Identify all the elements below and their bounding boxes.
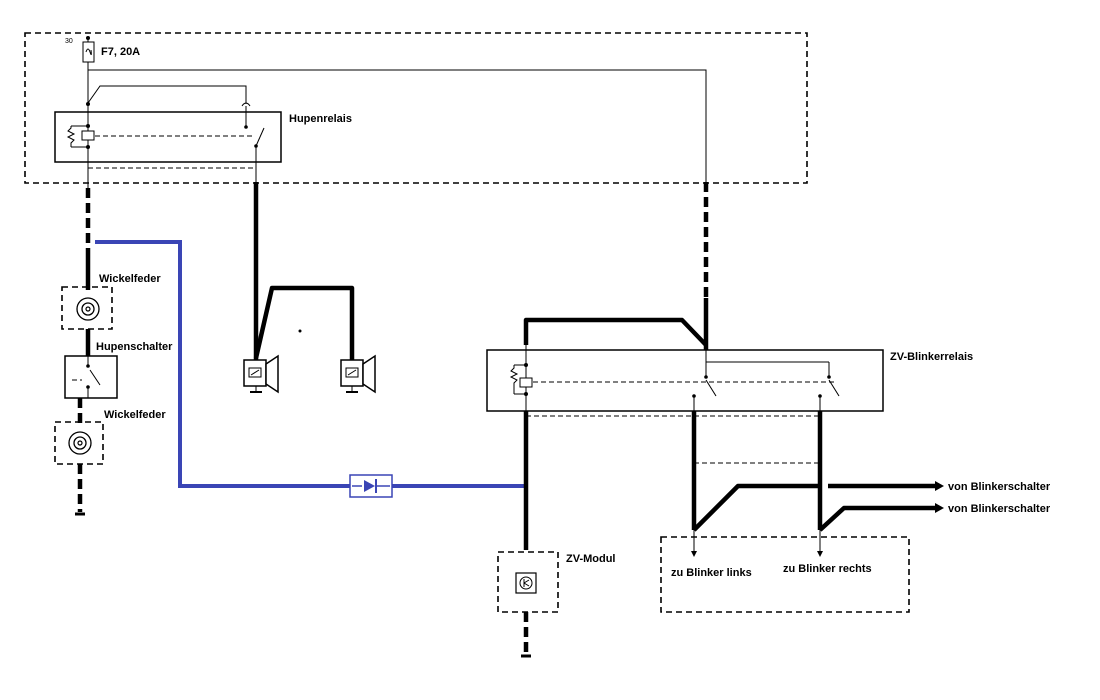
zv-relay-contacts xyxy=(692,350,840,411)
horn-relay-label: Hupenrelais xyxy=(289,113,352,125)
fuse-box-frame xyxy=(24,32,808,184)
horn-relay-feed-loop xyxy=(87,85,247,104)
blinker-output-frame xyxy=(660,536,910,613)
wire-from-switch-2 xyxy=(818,505,935,532)
wire-zv-loop xyxy=(523,317,708,347)
diode xyxy=(349,474,393,498)
zv-relay-coil xyxy=(509,345,533,411)
wire-from-switch-1 xyxy=(692,483,820,532)
from-blinker-switch-2-label: von Blinkerschalter xyxy=(948,503,1051,515)
clock-spring-bottom xyxy=(54,421,104,465)
horn-switch-label: Hupenschalter xyxy=(96,341,173,353)
horn-2 xyxy=(340,354,376,394)
to-blinker-right-label: zu Blinker rechts xyxy=(783,563,872,575)
zv-module-label: ZV-Modul xyxy=(566,553,616,565)
from-blinker-switch-1-label: von Blinkerschalter xyxy=(948,481,1051,493)
zv-module xyxy=(497,551,559,613)
blue-signal-wire xyxy=(95,240,350,488)
clock-spring-bottom-label: Wickelfeder xyxy=(104,409,166,421)
wire-horn-2 xyxy=(253,285,355,360)
zv-blinker-relay xyxy=(486,349,884,412)
clock-spring-top-label: Wickelfeder xyxy=(99,273,161,285)
horn-relay-coil xyxy=(66,112,95,162)
fuse-f7 xyxy=(82,41,95,63)
horn-1 xyxy=(243,354,279,394)
to-blinker-left-label: zu Blinker links xyxy=(671,567,752,579)
fuse-label: F7, 20A xyxy=(101,46,140,58)
horn-relay-contact xyxy=(244,106,265,162)
terminal-30-label: 30 xyxy=(65,38,73,45)
horn-switch xyxy=(64,355,118,399)
zv-relay-label: ZV-Blinkerrelais xyxy=(890,351,973,363)
clock-spring-top xyxy=(61,286,113,330)
